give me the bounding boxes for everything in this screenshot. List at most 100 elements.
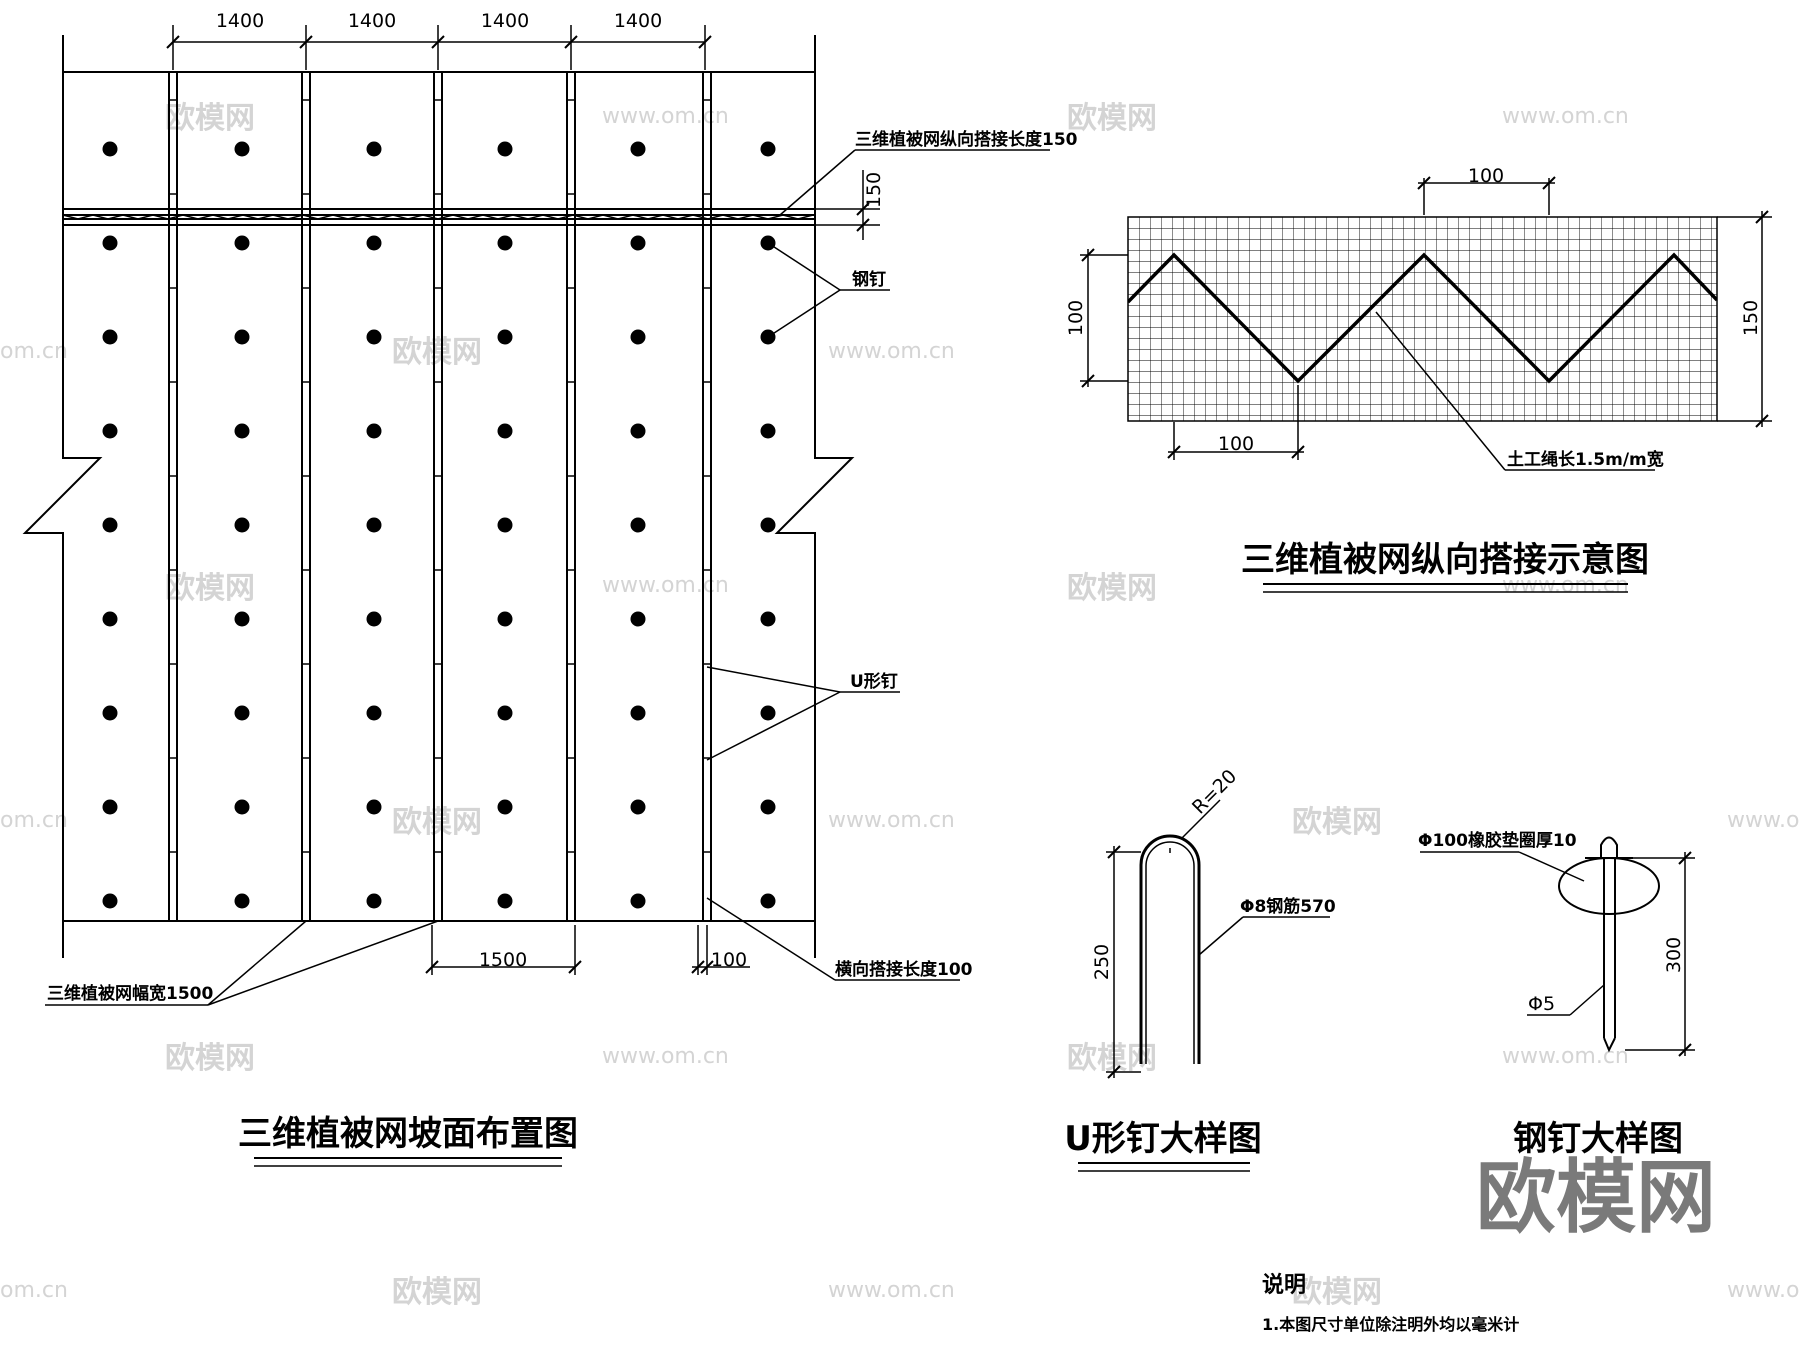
u-nail-title: U形钉大样图 bbox=[1064, 1119, 1262, 1159]
steel-nail-dot bbox=[630, 235, 646, 251]
steel-nail-dot bbox=[497, 893, 513, 909]
notes-item-1: 1.本图尺寸单位除注明外均以毫米计 bbox=[1262, 1315, 1519, 1334]
u-nail-detail bbox=[1106, 799, 1330, 1079]
watermark-brand: 欧模网 bbox=[1067, 101, 1157, 136]
watermark-site: www.om.cn bbox=[1502, 104, 1629, 129]
watermark-brand: 欧模网 bbox=[392, 1275, 482, 1310]
dim-bottom-width: 1500 bbox=[479, 949, 527, 971]
watermark-layer: 欧模网 www.om.cn 欧模网 www.om.cn om.cn 欧模网 ww… bbox=[0, 101, 1800, 1310]
steel-nail-dot bbox=[366, 141, 382, 157]
watermark-site: www.om.cn bbox=[828, 1278, 955, 1303]
steel-nail-dot bbox=[760, 611, 776, 627]
steel-nail-dot bbox=[366, 893, 382, 909]
steel-nail-dot bbox=[630, 611, 646, 627]
steel-nail-dot bbox=[366, 611, 382, 627]
diameter-leader bbox=[1569, 984, 1605, 1016]
callout-u-nail: U形钉 bbox=[850, 671, 898, 692]
watermark-brand: 欧模网 bbox=[1067, 571, 1157, 606]
steel-nail-dot bbox=[366, 799, 382, 815]
steel-nail-title: 钢钉大样图 bbox=[1513, 1119, 1683, 1159]
watermark-brand: 欧模网 bbox=[392, 335, 482, 370]
steel-nail-dot bbox=[234, 893, 250, 909]
steel-nail-dot bbox=[366, 329, 382, 345]
watermark-site: www.om.cn bbox=[1727, 1278, 1800, 1303]
steel-nail-dot bbox=[234, 141, 250, 157]
radius-leader bbox=[1181, 799, 1221, 839]
u-nail-height: 250 bbox=[1091, 944, 1113, 980]
steel-nail-dot bbox=[102, 705, 118, 721]
washer-leader bbox=[1518, 851, 1585, 882]
steel-nail-dot bbox=[497, 141, 513, 157]
zigzag-line bbox=[62, 214, 814, 220]
watermark-site: www.om.cn bbox=[602, 573, 729, 598]
watermark-brand: 欧模网 bbox=[165, 1041, 255, 1076]
mesh-grid bbox=[1127, 216, 1718, 422]
steel-nail-dot bbox=[366, 235, 382, 251]
notes-heading: 说明 bbox=[1262, 1272, 1306, 1298]
slope-outline-right bbox=[774, 35, 855, 958]
u-nail-bar: Φ8钢筋570 bbox=[1240, 896, 1336, 917]
slope-outline-left bbox=[22, 35, 103, 958]
watermark-site: www.om.cn bbox=[828, 808, 955, 833]
lap-dim-left: 100 bbox=[1065, 300, 1087, 336]
steel-nail-detail bbox=[1420, 836, 1695, 1057]
geo-rope-zigzag bbox=[1128, 252, 1717, 384]
steel-nail-dot bbox=[234, 799, 250, 815]
steel-nail-dot bbox=[102, 329, 118, 345]
steel-nail-dot bbox=[760, 423, 776, 439]
steel-nail-dot bbox=[760, 799, 776, 815]
callout-u-nail-leader bbox=[706, 666, 900, 761]
callout-lap-transverse-leader bbox=[706, 897, 960, 981]
watermark-brand: 欧模网 bbox=[392, 805, 482, 840]
steel-nail-dot bbox=[497, 705, 513, 721]
watermark-site: om.cn bbox=[0, 808, 68, 833]
steel-nail-dot bbox=[366, 517, 382, 533]
watermark-site: om.cn bbox=[0, 339, 68, 364]
steel-nail-dot bbox=[497, 235, 513, 251]
watermark-brand: 欧模网 bbox=[1067, 1041, 1157, 1076]
watermark-site: www.om.cn bbox=[1502, 573, 1629, 598]
steel-nail-dot bbox=[760, 141, 776, 157]
steel-nail-dot bbox=[234, 517, 250, 533]
callout-lap-longitudinal: 三维植被网纵向搭接长度150 bbox=[855, 129, 1078, 150]
dim-top-4: 1400 bbox=[614, 10, 662, 32]
lap-dim-bottom: 100 bbox=[1218, 433, 1254, 455]
top-dimension-chain bbox=[166, 25, 712, 70]
u-nail-radius: R=20 bbox=[1188, 765, 1241, 818]
steel-nail-dot bbox=[630, 423, 646, 439]
steel-nail-dot bbox=[102, 517, 118, 533]
overlap-zigzag-rope bbox=[62, 214, 814, 220]
watermark-site: www.om.cn bbox=[828, 339, 955, 364]
steel-nail-dot bbox=[630, 799, 646, 815]
steel-nail-dot bbox=[234, 705, 250, 721]
lap-detail: 100 100 100 150 土工绳长1.5m/m宽 三维植被网纵向搭接示意图 bbox=[1065, 165, 1772, 593]
steel-nail-diameter: Φ5 bbox=[1528, 993, 1555, 1015]
lap-detail-dimensions bbox=[1080, 176, 1772, 471]
steel-nail-dot bbox=[234, 423, 250, 439]
callout-net-width-leader bbox=[45, 920, 439, 1006]
bottom-dimensions bbox=[425, 925, 750, 975]
watermark-logo: 欧模网 bbox=[1476, 1151, 1716, 1244]
dim-overlap: 150 bbox=[863, 172, 885, 208]
steel-nail-dot bbox=[630, 893, 646, 909]
callout-lap-transverse: 横向搭接长度100 bbox=[835, 959, 973, 980]
lap-dim-right: 150 bbox=[1740, 300, 1762, 336]
watermark-site: om.cn bbox=[0, 1278, 68, 1303]
steel-nail-washer: Φ100橡胶垫圈厚10 bbox=[1418, 830, 1577, 851]
steel-nail-dot bbox=[234, 329, 250, 345]
steel-nail-dot bbox=[497, 799, 513, 815]
dim-bottom-lap: 100 bbox=[711, 949, 747, 971]
dim-top-3: 1400 bbox=[481, 10, 529, 32]
steel-nail-dot bbox=[102, 893, 118, 909]
u-nail-outer bbox=[1139, 834, 1201, 1064]
steel-nail-dot bbox=[630, 329, 646, 345]
callout-steel-nail: 钢钉 bbox=[852, 269, 886, 290]
steel-nail-dot bbox=[630, 705, 646, 721]
steel-nail-dot bbox=[102, 141, 118, 157]
rope-note: 土工绳长1.5m/m宽 bbox=[1507, 449, 1664, 470]
u-nail-inner bbox=[1145, 841, 1195, 1064]
steel-nail-dot bbox=[760, 893, 776, 909]
dim-top-1: 1400 bbox=[216, 10, 264, 32]
watermark-site: www.om.cn bbox=[602, 1044, 729, 1069]
watermark-brand: 欧模网 bbox=[165, 101, 255, 136]
